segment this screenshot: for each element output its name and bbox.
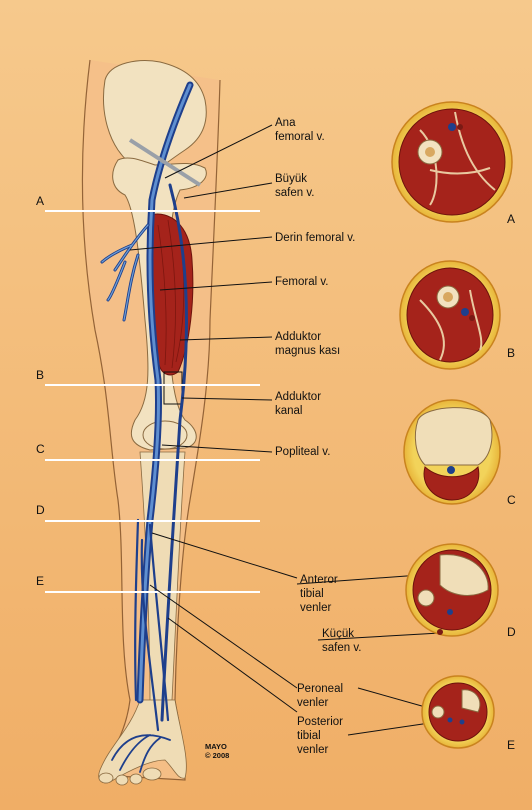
copyright-mark: MAYO © 2008 bbox=[205, 742, 229, 760]
label-kucuk-safen: Küçük safen v. bbox=[322, 627, 361, 655]
label-peroneal: Peroneal venler bbox=[297, 682, 343, 710]
label-popliteal: Popliteal v. bbox=[275, 445, 330, 459]
label-adduktor-magnus: Adduktor magnus kası bbox=[275, 330, 340, 358]
label-posterior-tibial: Posterior tibial venler bbox=[297, 715, 343, 757]
section-letter-left-d: D bbox=[36, 503, 45, 517]
label-ana-femoral: Ana femoral v. bbox=[275, 116, 325, 144]
cross-section-c bbox=[404, 400, 500, 504]
label-femoral: Femoral v. bbox=[275, 275, 328, 289]
cross-section-b bbox=[400, 261, 500, 369]
section-letter-right-a: A bbox=[507, 212, 515, 226]
label-derin-femoral: Derin femoral v. bbox=[275, 231, 355, 245]
label-adduktor-kanal: Adduktor kanal bbox=[275, 390, 321, 418]
section-letter-right-c: C bbox=[507, 493, 516, 507]
label-buyuk-safen: Büyük safen v. bbox=[275, 172, 314, 200]
cross-section-d bbox=[406, 544, 498, 636]
section-letter-right-b: B bbox=[507, 346, 515, 360]
section-letter-right-e: E bbox=[507, 738, 515, 752]
section-letter-right-d: D bbox=[507, 625, 516, 639]
cross-section-a bbox=[392, 102, 512, 222]
section-letter-left-a: A bbox=[36, 194, 44, 208]
section-letter-left-e: E bbox=[36, 574, 44, 588]
label-anterior-tibial: Anteror tibial venler bbox=[300, 573, 338, 615]
cross-section-e bbox=[422, 676, 494, 748]
section-letter-left-c: C bbox=[36, 442, 45, 456]
section-letter-left-b: B bbox=[36, 368, 44, 382]
